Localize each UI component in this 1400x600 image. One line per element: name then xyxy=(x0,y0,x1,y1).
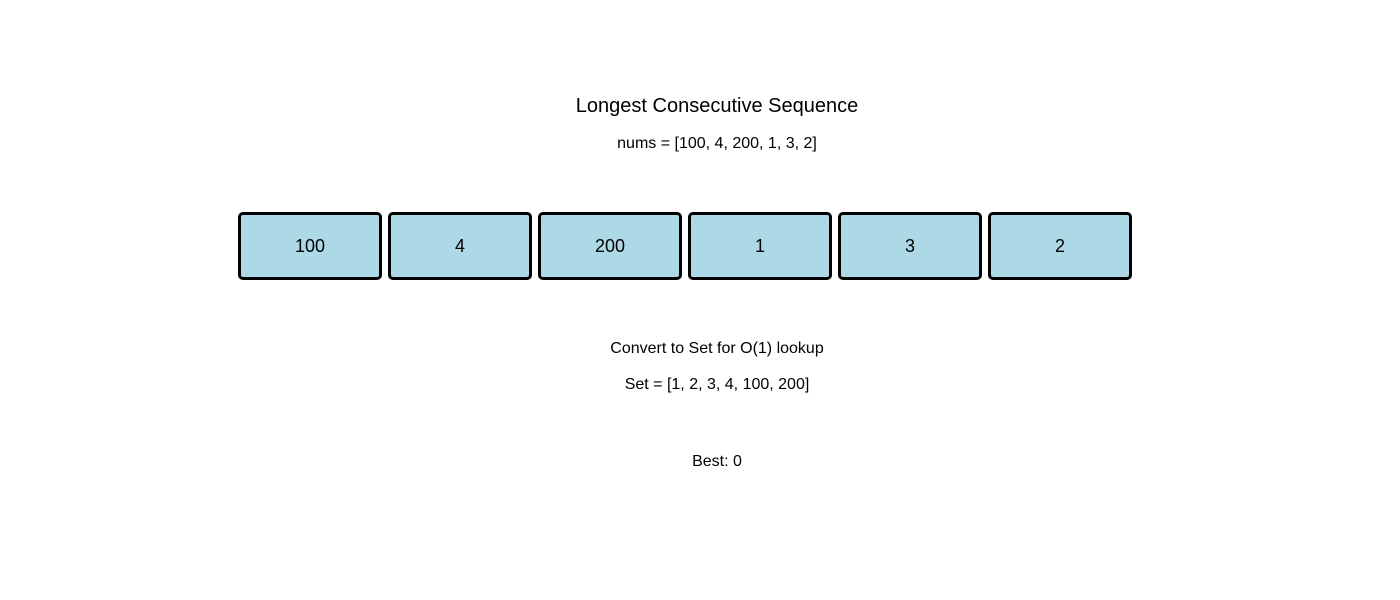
nums-array-label: nums = [100, 4, 200, 1, 3, 2] xyxy=(617,135,817,152)
convert-to-set-label: Convert to Set for O(1) lookup xyxy=(610,340,824,357)
number-box: 200 xyxy=(538,212,682,280)
number-box: 4 xyxy=(388,212,532,280)
page-title: Longest Consecutive Sequence xyxy=(575,95,859,117)
set-values-label: Set = [1, 2, 3, 4, 100, 200] xyxy=(624,376,810,393)
number-box: 3 xyxy=(838,212,982,280)
number-box: 100 xyxy=(238,212,382,280)
best-count-label: Best: 0 xyxy=(692,453,742,470)
number-box: 2 xyxy=(988,212,1132,280)
number-box: 1 xyxy=(688,212,832,280)
